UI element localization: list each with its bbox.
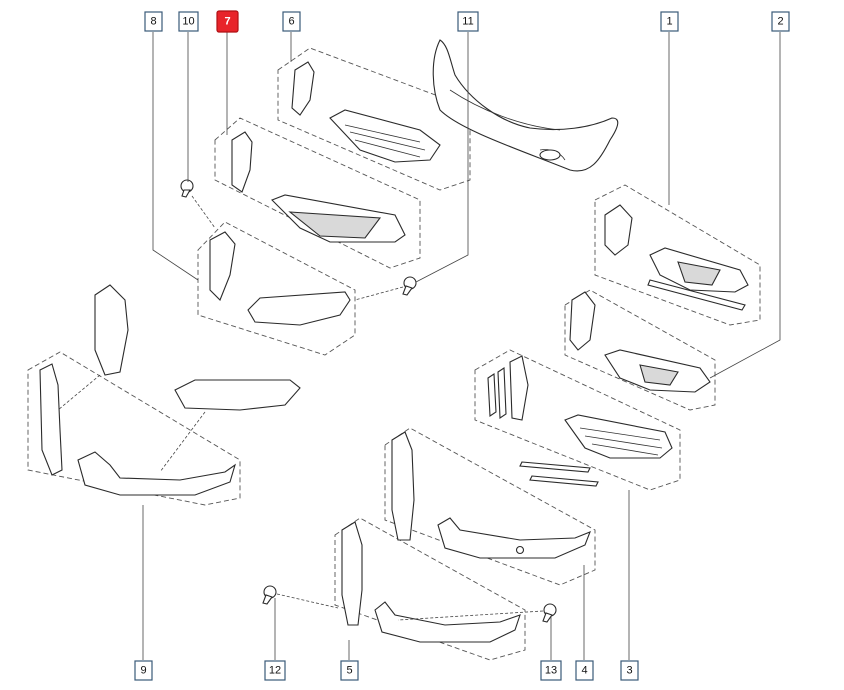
svg-text:5: 5 <box>346 665 352 677</box>
bracket-9 <box>94 284 129 376</box>
callout-6[interactable]: 6 <box>282 11 301 32</box>
svg-text:8: 8 <box>150 16 156 28</box>
group-box-1 <box>594 184 761 326</box>
callout-7[interactable]: 7 <box>216 10 239 33</box>
bracket-7 <box>231 131 253 193</box>
callout-3[interactable]: 3 <box>620 660 639 681</box>
leader-2 <box>709 32 781 379</box>
bracket-4 <box>391 431 415 541</box>
svg-text:10: 10 <box>182 16 194 28</box>
chrome-strips-3 <box>519 461 599 487</box>
arrow-10 <box>191 195 216 229</box>
lower-trim-5 <box>374 601 521 643</box>
chrome-surround-9 <box>174 379 301 411</box>
screw-10 <box>180 179 194 198</box>
screw-11 <box>402 276 417 296</box>
callout-5[interactable]: 5 <box>340 660 359 681</box>
screw-13 <box>542 603 557 623</box>
arrow-12 <box>276 593 339 609</box>
fog-lamp-cover-2 <box>604 349 711 393</box>
arrow-13 <box>397 610 544 621</box>
bracket-1 <box>604 204 633 256</box>
group-box-6 <box>277 47 471 191</box>
bracket-5 <box>341 521 363 626</box>
group-box-4 <box>384 427 596 586</box>
svg-text:12: 12 <box>269 665 281 677</box>
trim-strip-8 <box>247 291 351 326</box>
grille-insert-6 <box>329 109 441 163</box>
svg-text:2: 2 <box>777 16 783 28</box>
grille-3 <box>564 414 673 459</box>
fog-lamp-cover-1 <box>647 247 749 311</box>
group-box-2 <box>564 289 716 411</box>
callout-1[interactable]: 1 <box>660 11 679 32</box>
svg-text:13: 13 <box>545 665 557 677</box>
arrow-9b <box>57 374 101 411</box>
callout-2[interactable]: 2 <box>771 11 790 32</box>
svg-text:3: 3 <box>626 665 632 677</box>
bracket-6 <box>291 61 315 116</box>
group-box-5 <box>334 517 526 661</box>
svg-text:7: 7 <box>224 16 230 28</box>
callout-12[interactable]: 12 <box>264 660 286 681</box>
group-box-9 <box>27 351 241 506</box>
front-bumper <box>432 39 619 172</box>
group-box-7 <box>214 117 421 269</box>
callout-10[interactable]: 10 <box>178 11 199 32</box>
arrow-9a <box>159 411 206 473</box>
leader-8 <box>152 32 199 281</box>
svg-text:9: 9 <box>140 665 146 677</box>
lower-trim-4 <box>437 517 591 559</box>
fog-lamp-surround-7 <box>271 194 406 243</box>
lower-trim-9 <box>77 451 236 496</box>
leader-11 <box>415 32 469 283</box>
screw-12 <box>262 585 277 605</box>
callout-8[interactable]: 8 <box>144 11 163 32</box>
arrow-11 <box>354 286 404 301</box>
callout-4[interactable]: 4 <box>575 660 594 681</box>
callout-11[interactable]: 11 <box>457 11 479 32</box>
vertical-trims-3 <box>487 355 529 421</box>
bracket-2 <box>569 291 596 351</box>
side-bracket-9 <box>39 363 63 476</box>
svg-text:6: 6 <box>288 16 294 28</box>
callout-9[interactable]: 9 <box>134 660 153 681</box>
bracket-8 <box>209 231 236 301</box>
svg-text:4: 4 <box>581 665 587 677</box>
group-box-3 <box>474 349 681 491</box>
svg-text:11: 11 <box>462 16 473 28</box>
svg-text:1: 1 <box>666 16 672 28</box>
callout-13[interactable]: 13 <box>540 660 562 681</box>
